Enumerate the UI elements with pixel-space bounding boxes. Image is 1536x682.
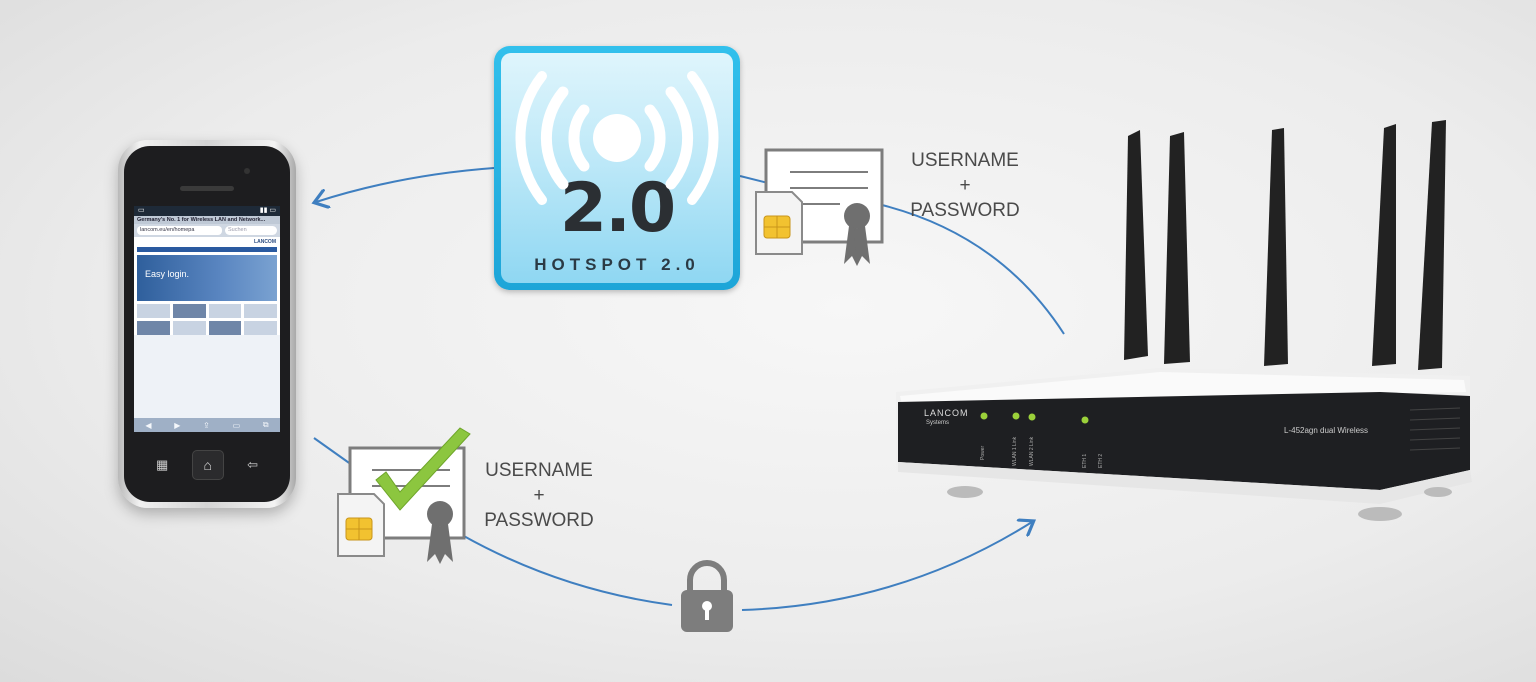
tile[interactable] xyxy=(244,304,277,318)
window-icon: ▭ xyxy=(138,207,145,214)
hotspot-icon-face: 2.0 HOTSPOT 2.0 xyxy=(501,53,733,283)
back-arrow-icon[interactable]: ⇦ xyxy=(247,457,258,472)
led-label-wlan1: WLAN 1 Link xyxy=(1012,436,1018,466)
browser-toolbar: ◀ ▶ ⇪ ▭ ⧉ xyxy=(134,418,280,432)
web-page: LANCOM Easy login. xyxy=(134,237,280,335)
tile[interactable] xyxy=(244,321,277,335)
checkmark-icon xyxy=(375,427,471,511)
password-label: PASSWORD xyxy=(484,510,594,531)
apps-icon[interactable]: ▦ xyxy=(156,457,169,472)
home-icon: ⌂ xyxy=(203,457,212,473)
connector-hotspot-to-cert xyxy=(739,175,769,184)
status-bar: ▭ ▮▮ ▭ xyxy=(134,206,280,216)
plus-label: + xyxy=(533,485,545,506)
battery-icon: ▮▮ ▭ xyxy=(259,207,276,214)
phone-body: ▭ ▮▮ ▭ Germany's No. 1 for Wireless LAN … xyxy=(124,146,290,502)
url-field[interactable]: lancom.eu/en/homepa xyxy=(137,226,222,235)
connector-lock-to-router xyxy=(741,522,1032,611)
tile[interactable] xyxy=(137,321,170,335)
router-model: L-452agn dual Wireless xyxy=(1284,426,1369,435)
led-label-eth2: ETH 2 xyxy=(1098,453,1104,468)
site-logo: LANCOM xyxy=(254,239,276,245)
search-field[interactable]: Suchen xyxy=(225,226,277,235)
hotspot-label: HOTSPOT 2.0 xyxy=(534,255,700,274)
led-label-eth1: ETH 1 xyxy=(1082,453,1088,468)
username-label: USERNAME xyxy=(911,150,1019,171)
router xyxy=(896,120,1472,521)
router-brand-sub: Systems xyxy=(926,420,950,426)
username-label: USERNAME xyxy=(485,460,593,481)
credentials-top: USERNAME + PASSWORD xyxy=(900,148,1030,223)
antenna xyxy=(1124,120,1446,370)
led-label-power: Power xyxy=(980,445,986,460)
hotspot-version: 2.0 xyxy=(559,169,676,248)
sim-card-icon-bottom xyxy=(337,493,385,557)
phone: ▭ ▮▮ ▭ Germany's No. 1 for Wireless LAN … xyxy=(118,140,296,508)
forward-icon[interactable]: ▶ xyxy=(174,420,181,430)
tile[interactable] xyxy=(172,304,206,318)
content-tiles xyxy=(137,304,277,335)
browser-title: Germany's No. 1 for Wireless LAN and Net… xyxy=(134,216,280,224)
credentials-bottom: USERNAME + PASSWORD xyxy=(474,458,604,533)
tile[interactable] xyxy=(208,321,242,335)
site-banner[interactable]: Easy login. xyxy=(137,255,277,301)
home-button[interactable]: ⌂ xyxy=(191,450,224,480)
connector-router-to-hotspot xyxy=(881,204,1065,335)
tile[interactable] xyxy=(137,304,170,318)
padlock-icon xyxy=(681,560,733,632)
connector-phone-to-cert xyxy=(313,437,353,466)
speaker-grill xyxy=(180,186,234,191)
tabs-icon[interactable]: ⧉ xyxy=(262,420,269,429)
hotspot-icon: 2.0 HOTSPOT 2.0 xyxy=(494,46,740,290)
share-icon[interactable]: ⇪ xyxy=(203,420,210,430)
site-nav[interactable] xyxy=(137,247,277,252)
password-label: PASSWORD xyxy=(910,200,1020,221)
sim-card-icon-top xyxy=(755,191,803,255)
led-label-wlan2: WLAN 2 Link xyxy=(1029,436,1035,466)
phone-buttons: ▦ ⌂ ⇦ xyxy=(156,450,258,480)
plus-label: + xyxy=(959,175,971,196)
back-icon[interactable]: ◀ xyxy=(145,420,152,430)
router-brand: LANCOM xyxy=(924,408,969,418)
tile[interactable] xyxy=(172,321,206,335)
connector-cert-to-lock xyxy=(461,534,673,606)
camera-icon xyxy=(244,168,250,174)
banner-text: Easy login. xyxy=(145,269,190,279)
connector-hotspot-to-phone xyxy=(316,167,495,202)
phone-screen: ▭ ▮▮ ▭ Germany's No. 1 for Wireless LAN … xyxy=(134,206,280,432)
tile[interactable] xyxy=(208,304,242,318)
browser-url-row: lancom.eu/en/homepa Suchen xyxy=(134,224,280,237)
bookmarks-icon[interactable]: ▭ xyxy=(232,420,241,430)
